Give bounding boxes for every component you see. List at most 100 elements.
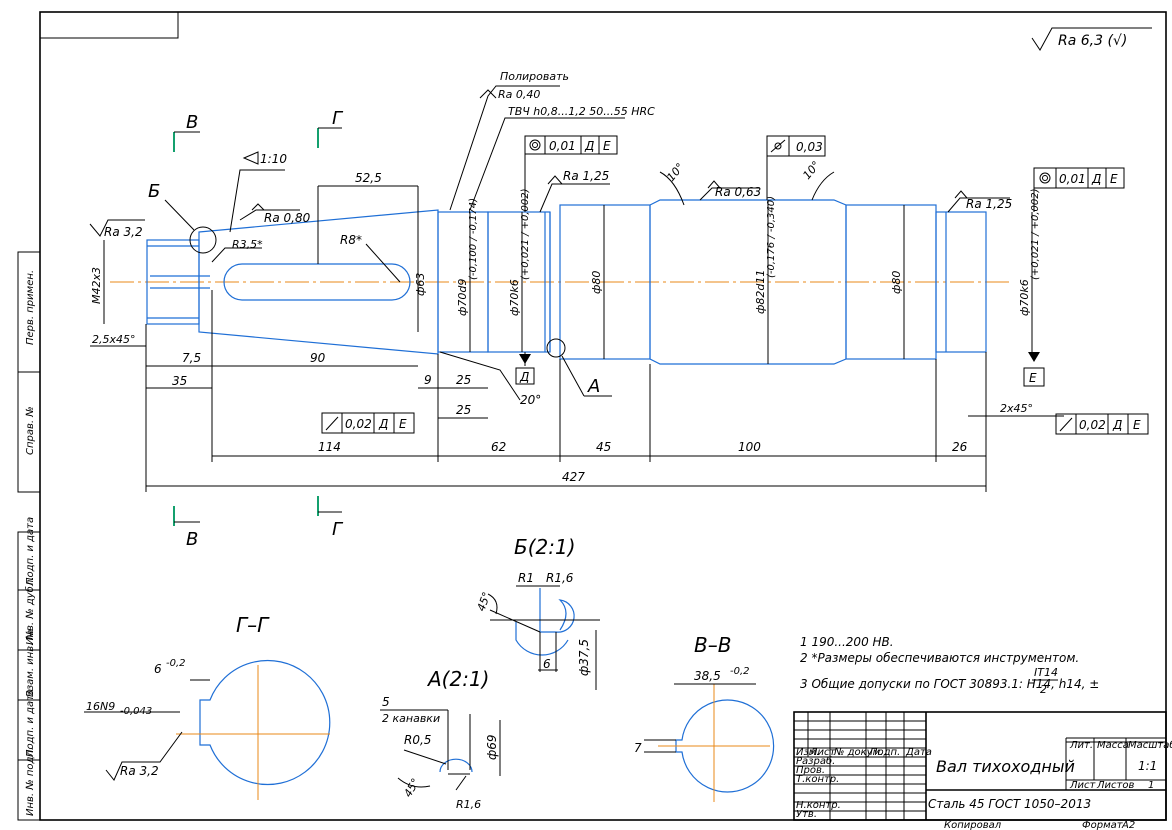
title-block: Изм. Лист № докум. Подп. Дата Разраб. Пр… xyxy=(793,711,1172,830)
svg-text:ф63: ф63 xyxy=(414,273,427,296)
svg-text:Ra 0,40: Ra 0,40 xyxy=(498,88,540,101)
technical-notes: 1 190...200 НВ. 2 *Размеры обеспечиваютс… xyxy=(800,635,1099,696)
section-mark-g-bot: Г xyxy=(332,519,344,540)
tol-frame-coax-right: 0,01 Д Е xyxy=(1033,167,1125,212)
svg-text:Формат: Формат xyxy=(1082,820,1124,830)
svg-text:20°: 20° xyxy=(520,393,541,407)
side-label-podp1: Подп. и дата xyxy=(25,517,36,585)
svg-text:45°: 45° xyxy=(475,590,494,613)
svg-text:Т.контр.: Т.контр. xyxy=(796,774,839,785)
detail-mark-b: Б xyxy=(148,181,160,202)
svg-text:Ra 3,2: Ra 3,2 xyxy=(120,764,159,778)
svg-text:Утв.: Утв. xyxy=(796,809,817,820)
svg-text:52,5: 52,5 xyxy=(355,171,382,185)
svg-text:(-0,176 / -0,340): (-0,176 / -0,340) xyxy=(766,196,777,278)
svg-text:ф70d9: ф70d9 xyxy=(456,279,469,316)
svg-text:ф80: ф80 xyxy=(590,271,603,294)
svg-text:R3,5*: R3,5* xyxy=(232,238,263,251)
svg-text:0,02: 0,02 xyxy=(345,417,372,431)
tol-frame-coax-left: 0,01 Д Е xyxy=(524,135,618,212)
svg-text:6: 6 xyxy=(154,662,162,676)
svg-text:10°: 10° xyxy=(664,161,686,184)
svg-text:16N9: 16N9 xyxy=(86,700,115,713)
svg-text:1: 1 xyxy=(1148,780,1154,791)
svg-text:7: 7 xyxy=(634,741,642,755)
svg-text:Полировать: Полировать xyxy=(500,70,569,83)
side-labels: Перв. примен. Справ. № Подп. и дата Инв.… xyxy=(24,270,36,816)
section-gg-title: Г–Г xyxy=(236,613,270,637)
svg-text:Дата: Дата xyxy=(905,747,932,758)
note-3: 3 Общие допуски по ГОСТ 30893.1: H14, h1… xyxy=(800,677,1099,691)
detail-a: А(2:1) 5 2 канавки R0,5 ф69 45° R1,6 xyxy=(380,667,501,811)
detail-b-title: Б(2:1) xyxy=(514,535,576,559)
general-roughness: Ra 6,3 (√) xyxy=(1031,27,1152,51)
svg-text:-0,2: -0,2 xyxy=(730,666,750,677)
svg-text:Ra 3,2: Ra 3,2 xyxy=(104,225,143,239)
svg-text:Е: Е xyxy=(399,417,407,431)
svg-text:Д: Д xyxy=(1091,172,1101,186)
svg-text:ф80: ф80 xyxy=(890,271,903,294)
svg-text:45°: 45° xyxy=(401,776,422,799)
svg-text:Разраб.: Разраб. xyxy=(796,755,835,767)
top-annotations: Полировать Ra 0,40 ТВЧ h0,8...1,2 50...5… xyxy=(89,70,1125,283)
svg-text:Масса: Масса xyxy=(1097,740,1129,751)
svg-text:Копировал: Копировал xyxy=(944,820,1002,830)
svg-text:Д: Д xyxy=(378,417,388,431)
svg-text:2 канавки: 2 канавки xyxy=(382,712,440,725)
svg-text:9: 9 xyxy=(424,373,432,387)
svg-text:Пров.: Пров. xyxy=(796,765,825,776)
svg-text:(+0,021 / +0,002): (+0,021 / +0,002) xyxy=(520,188,531,280)
datum-e: Е xyxy=(1029,371,1037,385)
svg-text:Н.контр.: Н.контр. xyxy=(796,800,841,811)
svg-text:6: 6 xyxy=(543,657,551,671)
svg-text:M42x3: M42x3 xyxy=(90,267,103,304)
svg-text:5: 5 xyxy=(382,695,390,709)
part-title: Вал тихоходный xyxy=(936,757,1075,776)
tol-frame-runout-right: 0,02 Д Е xyxy=(1055,413,1149,435)
svg-text:90: 90 xyxy=(310,351,326,365)
svg-text:62: 62 xyxy=(491,440,506,454)
svg-text:IT14: IT14 xyxy=(1034,666,1058,679)
svg-text:Ra 6,3 (√): Ra 6,3 (√) xyxy=(1058,33,1127,49)
svg-text:ф70k6: ф70k6 xyxy=(508,279,521,316)
section-marks: В Г В Г Б А Д Е xyxy=(148,108,1045,550)
side-label-perv: Перв. примен. xyxy=(25,270,36,345)
svg-text:Е: Е xyxy=(603,139,611,153)
svg-text:114: 114 xyxy=(318,440,341,454)
svg-text:-0,043: -0,043 xyxy=(120,706,152,717)
svg-text:ф69: ф69 xyxy=(485,734,499,760)
svg-text:№ докум.: № докум. xyxy=(833,747,883,758)
svg-text:Д: Д xyxy=(584,139,594,153)
svg-text:Лист: Лист xyxy=(809,747,837,758)
section-gg: Г–Г 6 -0,2 16N9 -0,043 Ra 3,2 xyxy=(84,613,331,800)
svg-text:Ra 0,80: Ra 0,80 xyxy=(264,211,311,225)
svg-text:35: 35 xyxy=(172,374,187,388)
svg-text:2,5x45°: 2,5x45° xyxy=(92,333,136,346)
svg-text:25: 25 xyxy=(456,373,471,387)
svg-text:0,03: 0,03 xyxy=(796,140,823,154)
svg-text:Масштаб: Масштаб xyxy=(1128,739,1172,751)
svg-text:0,01: 0,01 xyxy=(1059,172,1086,186)
svg-text:ф70k6: ф70k6 xyxy=(1018,279,1031,316)
svg-text:ф82d11: ф82d11 xyxy=(754,270,767,314)
svg-text:1:1: 1:1 xyxy=(1138,759,1157,773)
svg-text:Лист: Лист xyxy=(1069,780,1097,791)
svg-text:38,5: 38,5 xyxy=(694,669,721,683)
svg-text:427: 427 xyxy=(562,470,585,484)
svg-text:A2: A2 xyxy=(1121,820,1135,830)
svg-text:Ra 1,25: Ra 1,25 xyxy=(563,169,609,183)
svg-text:25: 25 xyxy=(456,403,471,417)
svg-text:10°: 10° xyxy=(800,159,822,182)
length-dims: 2,5x45° 7,5 90 35 9 25 25 20° 114 62 45 … xyxy=(90,290,1149,492)
detail-a-title: А(2:1) xyxy=(426,667,489,691)
svg-text:7,5: 7,5 xyxy=(182,351,201,365)
svg-text:R1,6: R1,6 xyxy=(456,798,481,811)
shaft-main-view xyxy=(110,199,1010,365)
material: Сталь 45 ГОСТ 1050–2013 xyxy=(928,797,1091,811)
svg-text:ТВЧ h0,8...1,2 50...55 HRC: ТВЧ h0,8...1,2 50...55 HRC xyxy=(508,105,655,118)
svg-text:0,02: 0,02 xyxy=(1079,418,1106,432)
side-label-vzam: Взам. инв. № xyxy=(25,629,36,697)
svg-text:26: 26 xyxy=(952,440,968,454)
svg-text:(-0,100 / -0,174): (-0,100 / -0,174) xyxy=(468,198,479,280)
svg-text:2x45°: 2x45° xyxy=(1000,402,1033,415)
